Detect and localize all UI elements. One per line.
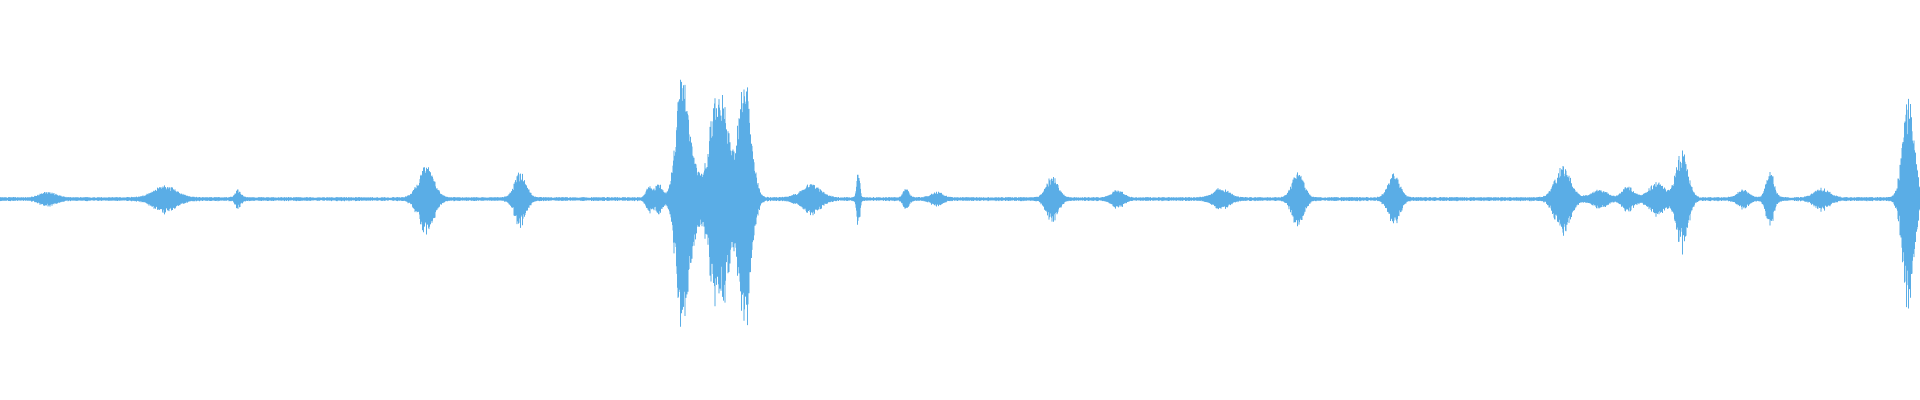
waveform-trace [0, 79, 1920, 327]
